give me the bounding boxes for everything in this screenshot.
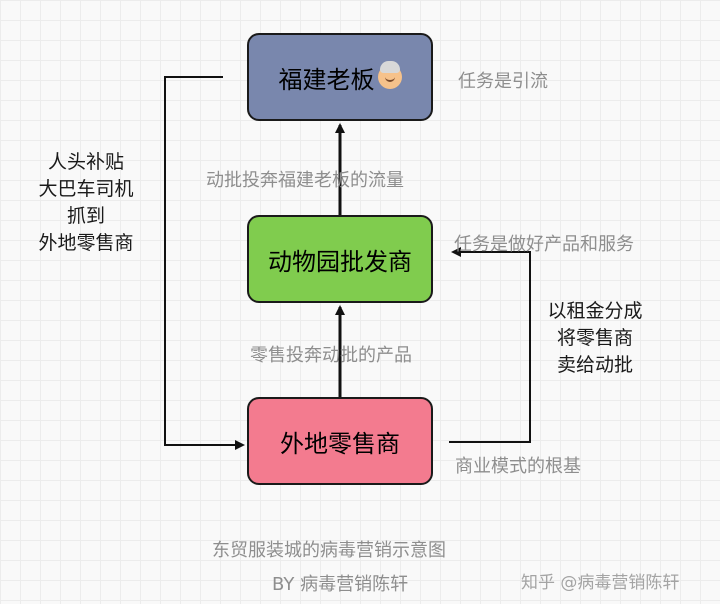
right-note-line: 卖给动批 <box>556 354 633 376</box>
node-boss-label: 福建老板 <box>278 65 375 94</box>
left-note-line: 大巴车司机 <box>38 178 134 200</box>
left-note-line: 外地零售商 <box>38 232 134 254</box>
node-zoo-wholesale-label: 动物园批发商 <box>268 247 412 276</box>
right-note-line: 将零售商 <box>556 327 633 349</box>
annotation-business-base: 商业模式的根基 <box>455 456 581 477</box>
node-boss: 福建老板 <box>247 33 433 121</box>
arrow-retail-to-zoo-loop <box>449 247 531 443</box>
annotation-zoo-task: 任务是做好产品和服务 <box>454 234 634 255</box>
annotation-retail-to-zoo: 零售投奔动批的产品 <box>250 345 412 366</box>
annotation-boss-task: 任务是引流 <box>458 71 548 92</box>
watermark: 知乎 @病毒营销陈轩 <box>521 573 680 593</box>
right-note-line: 以租金分成 <box>547 300 643 322</box>
arrow-boss-to-retail <box>164 76 245 450</box>
caption-byline: BY 病毒营销陈轩 <box>272 574 409 595</box>
left-note-line: 人头补贴 <box>47 151 124 173</box>
annotation-zoo-to-boss: 动批投奔福建老板的流量 <box>206 170 404 191</box>
node-zoo-wholesale: 动物园批发商 <box>247 215 433 303</box>
left-note-line: 抓到 <box>66 205 105 227</box>
old-woman-emoji-icon <box>377 61 402 89</box>
caption-title: 东贸服装城的病毒营销示意图 <box>212 540 446 561</box>
node-retailer-label: 外地零售商 <box>280 429 400 458</box>
left-note: 人头补贴 大巴车司机 抓到 外地零售商 <box>12 149 160 257</box>
right-note: 以租金分成 将零售商 卖给动批 <box>535 298 655 379</box>
node-retailer: 外地零售商 <box>247 397 433 485</box>
